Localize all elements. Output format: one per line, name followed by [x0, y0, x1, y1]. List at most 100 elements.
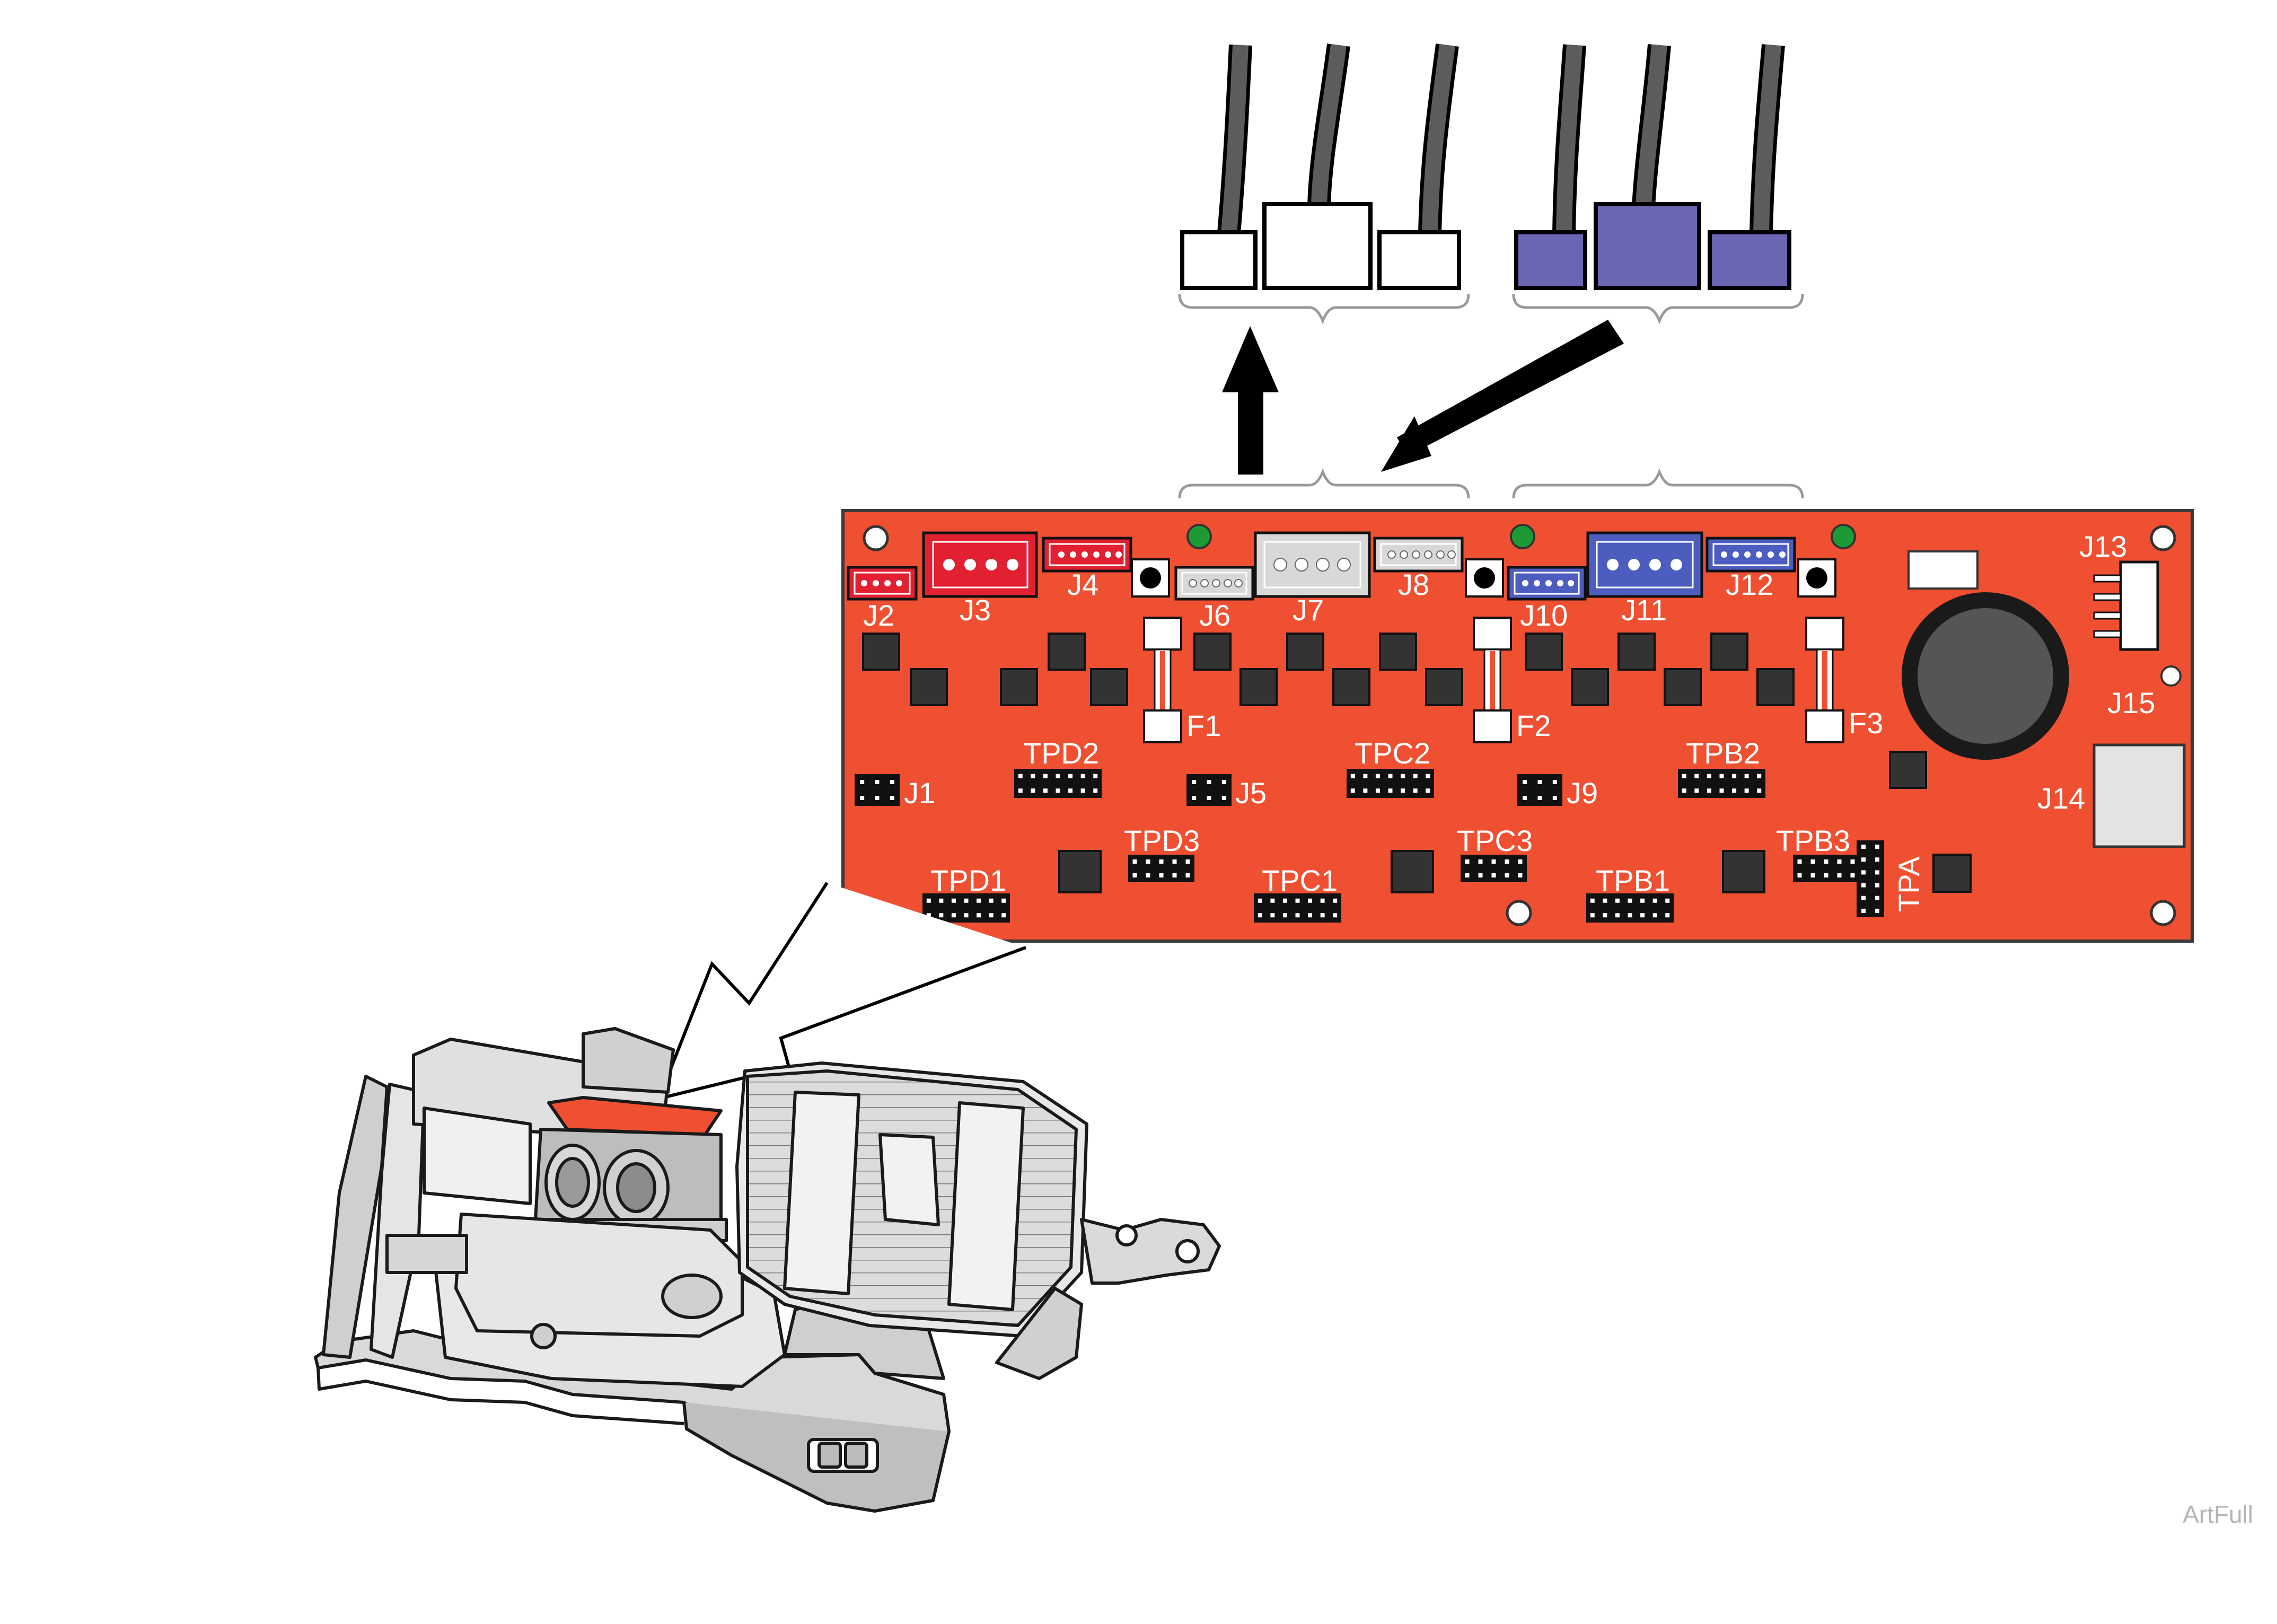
header-pin	[1333, 913, 1338, 918]
header-pin	[1810, 859, 1815, 864]
header-pin	[1518, 873, 1523, 877]
header-pin	[860, 796, 865, 800]
header-pin	[1615, 898, 1620, 903]
header-pin	[1757, 788, 1762, 793]
label-tpb3: TPB3	[1776, 824, 1850, 857]
cable-1-core	[1221, 45, 1249, 234]
chair-base-illustration	[314, 1027, 1221, 1513]
header-pin	[1132, 873, 1137, 877]
header-pin	[1093, 788, 1098, 793]
header-pin	[1491, 859, 1496, 864]
header-pin	[890, 780, 894, 784]
ic-chips	[862, 633, 1972, 893]
header-pin	[1824, 859, 1828, 864]
header-pin	[1401, 788, 1405, 793]
art-label: ArtFull	[2183, 1500, 2253, 1528]
header-pin	[1837, 873, 1842, 877]
mount-hole	[1506, 900, 1532, 926]
label-j7: J7	[1293, 593, 1324, 627]
header-pin	[1207, 796, 1211, 800]
header-pin	[1797, 859, 1802, 864]
connector-j13	[2093, 560, 2159, 651]
header-pin	[1665, 898, 1670, 903]
circuit-board: J2 J3 J4 J6 J7 J8 J10 J11 J12 J13 J15 J1…	[841, 509, 2194, 943]
header-pin	[1159, 873, 1164, 877]
header-pin	[989, 898, 994, 903]
header-pin	[1388, 774, 1393, 778]
header-pin	[1270, 898, 1275, 903]
power-outlet-icon	[807, 1438, 879, 1473]
header-pin	[1093, 774, 1098, 778]
label-j14: J14	[2037, 782, 2085, 815]
header-pin	[1221, 796, 1226, 800]
header-pin	[1043, 788, 1048, 793]
header-pin	[1018, 788, 1023, 793]
header-pin	[1478, 859, 1483, 864]
header-pin	[1875, 857, 1879, 862]
plug-purple-large	[1594, 202, 1701, 290]
header-tpd3	[1128, 855, 1194, 882]
label-tpc2: TPC2	[1355, 736, 1430, 770]
header-pin	[1552, 796, 1557, 800]
header-pin	[1590, 898, 1595, 903]
label-j8: J8	[1398, 568, 1429, 601]
header-pin	[1603, 898, 1607, 903]
brace-white-bottom	[1178, 468, 1470, 499]
header-pin	[926, 913, 931, 918]
header-pin	[1719, 788, 1724, 793]
header-pin	[951, 898, 956, 903]
header-pin	[1350, 788, 1355, 793]
header-pin	[1375, 788, 1380, 793]
header-pin	[1426, 774, 1430, 778]
header-pin	[1258, 913, 1262, 918]
header-pin	[1665, 913, 1670, 918]
label-tpc3: TPC3	[1457, 824, 1533, 857]
header-pin	[1295, 913, 1300, 918]
header-pin	[1682, 788, 1686, 793]
header-pin	[1744, 788, 1749, 793]
header-pin	[939, 898, 944, 903]
header-pin	[1603, 913, 1607, 918]
label-tpa: TPA	[1892, 856, 1926, 912]
label-tpb1: TPB1	[1596, 864, 1670, 897]
cable-3-core	[1422, 44, 1455, 234]
header-pin	[1172, 873, 1177, 877]
label-f2: F2	[1516, 709, 1551, 742]
header-pin	[1628, 913, 1632, 918]
fuse-f3	[1805, 617, 1844, 743]
header-pin	[1523, 780, 1527, 784]
plug-white-large	[1262, 202, 1373, 290]
blank-label-area	[1907, 550, 1979, 590]
header-pin	[1068, 788, 1073, 793]
arrow-up-icon	[1222, 326, 1279, 475]
header-pin	[1491, 873, 1496, 877]
header-j1	[855, 774, 900, 806]
header-pin	[1875, 845, 1879, 849]
mount-hole	[863, 525, 889, 551]
header-pin	[1308, 913, 1313, 918]
header-pin	[1221, 780, 1226, 784]
header-pin	[1185, 873, 1190, 877]
header-pin	[1824, 873, 1828, 877]
header-pin	[1552, 780, 1557, 784]
connector-j11	[1586, 531, 1703, 598]
label-j10: J10	[1520, 599, 1568, 632]
header-pin	[1861, 883, 1866, 888]
header-pin	[1320, 913, 1325, 918]
header-pin	[1694, 774, 1699, 778]
header-pin	[1056, 788, 1060, 793]
header-pin	[1333, 898, 1338, 903]
push-button	[1797, 558, 1836, 598]
header-pin	[1590, 913, 1595, 918]
header-pin	[1518, 859, 1523, 864]
header-pin	[1744, 774, 1749, 778]
cable-group-white	[1178, 43, 1470, 324]
header-pin	[1282, 913, 1287, 918]
header-pin	[1282, 898, 1287, 903]
header-pin	[1172, 859, 1177, 864]
header-pin	[1031, 788, 1035, 793]
header-pin	[1043, 774, 1048, 778]
header-tpb3	[1793, 855, 1859, 882]
header-pin	[1185, 859, 1190, 864]
connector-j6	[1174, 566, 1254, 601]
